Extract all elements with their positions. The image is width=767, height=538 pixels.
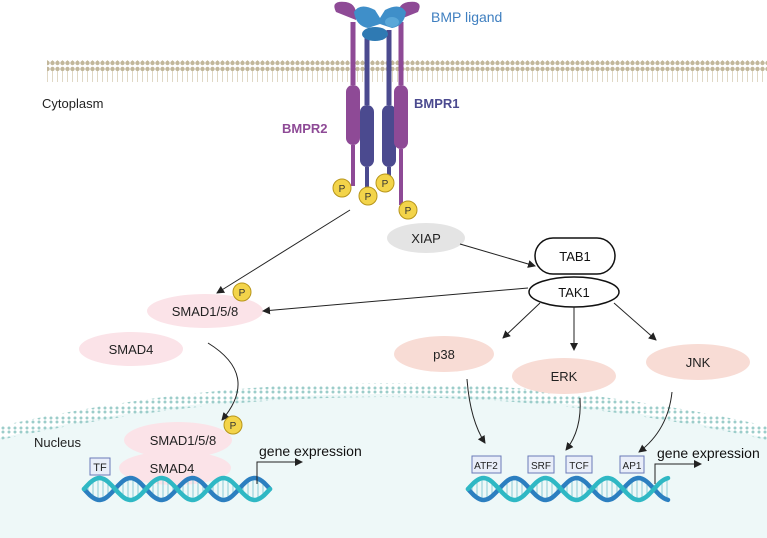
svg-text:gene expression: gene expression: [259, 443, 362, 459]
erk-node: ERK: [512, 358, 616, 394]
svg-text:gene expression: gene expression: [657, 445, 760, 461]
dna-strand-left: [81, 475, 273, 503]
cytoplasm-label: Cytoplasm: [42, 96, 103, 111]
nuclear-envelope: [0, 383, 767, 440]
bmpr2-label: BMPR2: [282, 121, 328, 136]
plasma-membrane: [47, 60, 767, 82]
svg-text:P: P: [339, 184, 346, 195]
svg-text:TAK1: TAK1: [558, 285, 590, 300]
smad4-node: SMAD4: [79, 332, 183, 366]
svg-text:TCF: TCF: [569, 461, 588, 472]
svg-text:ATF2: ATF2: [474, 461, 498, 472]
xiap-node: XIAP: [387, 223, 465, 253]
phospho-badge: P: [358, 186, 378, 206]
phospho-badge: P: [332, 178, 352, 198]
bmpr1-label: BMPR1: [414, 96, 460, 111]
svg-text:SMAD1/5/8: SMAD1/5/8: [172, 304, 238, 319]
nucleus-label: Nucleus: [34, 435, 81, 450]
svg-text:p38: p38: [433, 347, 455, 362]
dna-backbone: [465, 475, 671, 503]
svg-text:P: P: [405, 206, 412, 217]
svg-text:ERK: ERK: [551, 369, 578, 384]
svg-text:TF: TF: [93, 462, 107, 474]
arrow-tak1-to-jnk: [613, 302, 657, 341]
bmp-ligand-label: BMP ligand: [431, 9, 502, 25]
gene-expression-arrow-left: gene expression: [256, 443, 362, 484]
tab1-node: TAB1: [534, 237, 616, 275]
svg-text:SRF: SRF: [531, 461, 551, 472]
smad158-nuclear-node: SMAD1/5/8: [124, 422, 232, 458]
arrow-receptor-to-smad: [216, 209, 351, 294]
svg-text:AP1: AP1: [623, 461, 642, 472]
svg-text:TAB1: TAB1: [559, 249, 591, 264]
tcf-box: TCF: [565, 455, 593, 474]
arrow-xiap-to-tab1: [459, 243, 536, 268]
gene-expression-arrow-right: gene expression: [654, 445, 760, 484]
srf-box: SRF: [527, 455, 555, 474]
smad158-node: SMAD1/5/8: [147, 294, 263, 328]
arrow-jnk-to-ap1: [638, 391, 673, 453]
phospho-badge: P: [398, 200, 418, 220]
bmpr1-receptor-right: [382, 30, 396, 180]
phospho-badge: P: [223, 415, 243, 435]
svg-text:SMAD4: SMAD4: [150, 461, 195, 476]
smad4-nuclear-node: SMAD4: [119, 451, 231, 485]
svg-text:XIAP: XIAP: [411, 231, 441, 246]
dna-strand-right: [465, 475, 671, 503]
jnk-node: JNK: [646, 344, 750, 380]
bmp-ligand: [354, 6, 406, 41]
p38-node: p38: [394, 336, 494, 372]
tf-box: TF: [89, 457, 111, 476]
svg-text:P: P: [365, 192, 372, 203]
bmpr2-receptor-left: [334, 1, 360, 186]
arrow-p38-to-atf2: [466, 378, 486, 444]
svg-text:P: P: [382, 179, 389, 190]
dna-backbone: [81, 475, 273, 503]
atf2-box: ATF2: [471, 455, 502, 474]
arrow-erk-to-srf: [565, 397, 581, 451]
svg-text:SMAD1/5/8: SMAD1/5/8: [150, 433, 216, 448]
svg-text:SMAD4: SMAD4: [109, 342, 154, 357]
phospho-badge: P: [375, 173, 395, 193]
dna-backbone: [465, 475, 671, 503]
svg-text:P: P: [230, 421, 237, 432]
arrow-tak1-to-smad: [262, 287, 529, 315]
arrow-smad-to-nucleus: [207, 342, 239, 421]
bmpr1-receptor-left: [360, 30, 374, 192]
svg-text:P: P: [239, 288, 246, 299]
phospho-badge: P: [232, 282, 252, 302]
tak1-node: TAK1: [528, 276, 620, 308]
ap1-box: AP1: [619, 455, 645, 474]
svg-text:JNK: JNK: [686, 355, 711, 370]
arrow-tak1-to-p38: [502, 302, 541, 339]
